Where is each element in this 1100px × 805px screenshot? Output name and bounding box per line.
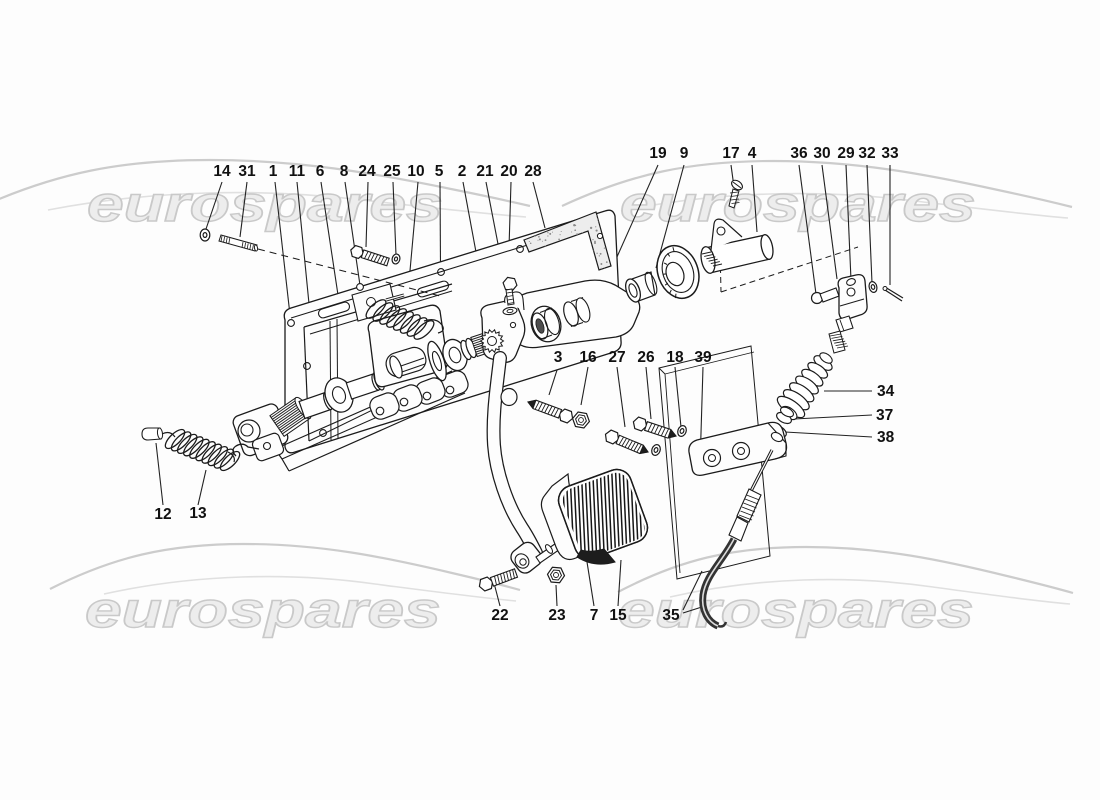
svg-text:18: 18 — [666, 349, 684, 366]
svg-text:14: 14 — [213, 163, 231, 180]
svg-text:1: 1 — [269, 163, 278, 180]
svg-text:24: 24 — [358, 163, 376, 180]
svg-text:9: 9 — [680, 145, 689, 162]
svg-text:29: 29 — [837, 145, 855, 162]
svg-text:38: 38 — [877, 429, 895, 446]
svg-text:33: 33 — [881, 145, 899, 162]
svg-text:4: 4 — [748, 145, 757, 162]
svg-text:37: 37 — [876, 407, 893, 424]
svg-text:31: 31 — [238, 163, 256, 180]
svg-text:eurospares: eurospares — [87, 177, 443, 233]
svg-text:23: 23 — [548, 607, 566, 624]
svg-text:eurospares: eurospares — [85, 583, 441, 639]
svg-text:3: 3 — [554, 349, 563, 366]
svg-text:19: 19 — [649, 145, 667, 162]
svg-text:5: 5 — [435, 163, 444, 180]
svg-text:17: 17 — [722, 145, 739, 162]
svg-text:20: 20 — [500, 163, 517, 180]
svg-text:32: 32 — [858, 145, 875, 162]
svg-text:36: 36 — [790, 145, 808, 162]
svg-text:25: 25 — [383, 163, 401, 180]
svg-text:13: 13 — [189, 505, 207, 522]
svg-text:16: 16 — [579, 349, 597, 366]
svg-text:11: 11 — [289, 163, 306, 180]
svg-text:27: 27 — [608, 349, 625, 366]
svg-text:30: 30 — [813, 145, 830, 162]
svg-text:21: 21 — [476, 163, 494, 180]
svg-text:28: 28 — [524, 163, 542, 180]
svg-text:6: 6 — [316, 163, 325, 180]
svg-text:10: 10 — [407, 163, 424, 180]
svg-text:7: 7 — [590, 607, 599, 624]
svg-text:12: 12 — [154, 506, 171, 523]
svg-text:35: 35 — [662, 607, 680, 624]
svg-text:34: 34 — [877, 383, 895, 400]
svg-text:8: 8 — [340, 163, 349, 180]
svg-text:15: 15 — [609, 607, 627, 624]
svg-text:39: 39 — [694, 349, 712, 366]
svg-text:22: 22 — [491, 607, 508, 624]
svg-text:2: 2 — [458, 163, 467, 180]
svg-text:26: 26 — [637, 349, 655, 366]
